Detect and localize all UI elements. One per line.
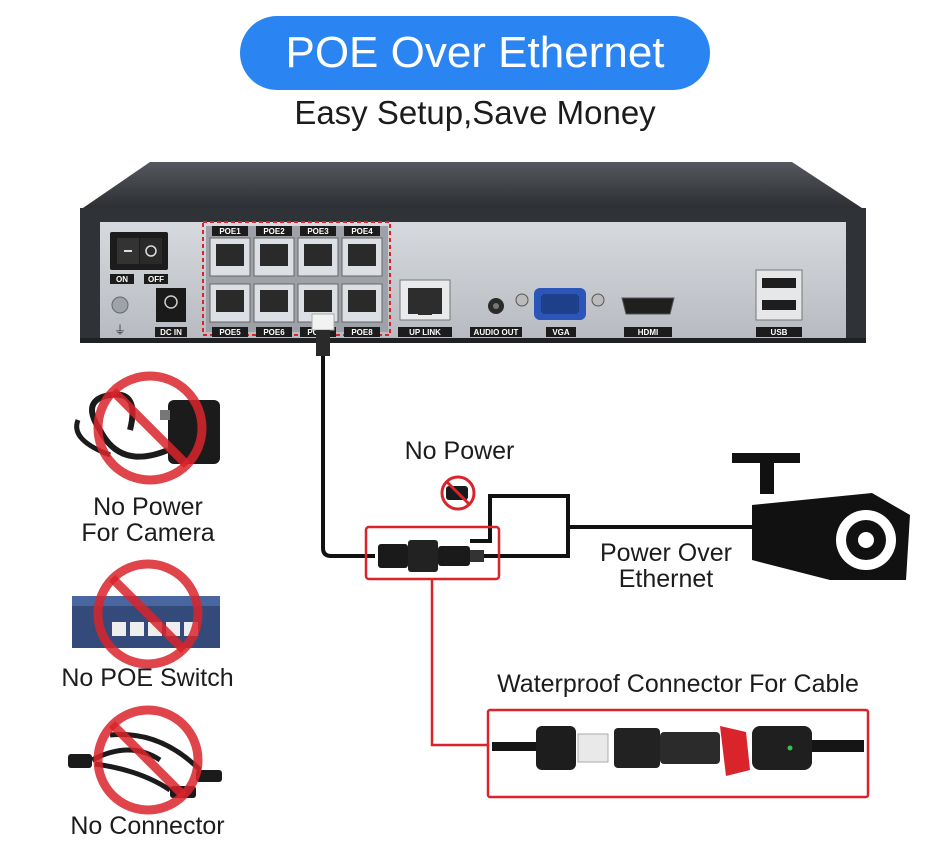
- poe-top-label-3: POE3: [307, 227, 329, 236]
- poe-port-top-4-socket: [348, 244, 376, 266]
- svg-text:UP LINK: UP LINK: [409, 328, 441, 337]
- poe-port-top-1-socket: [216, 244, 244, 266]
- no-power-plug: [440, 475, 476, 511]
- no-symbol-1: [93, 371, 207, 485]
- no-poe-switch-label: No POE Switch: [61, 664, 234, 692]
- poe-top-label-4-bg: [344, 226, 380, 236]
- poe-top-label-1: POE1: [219, 227, 241, 236]
- svg-text:HDMI: HDMI: [638, 328, 658, 337]
- poe-bottom-label-2: POE6: [263, 328, 285, 337]
- usb-ports: USB: [755, 269, 803, 337]
- poe-port-bottom-2-socket: [260, 290, 288, 312]
- svg-text:AUDIO OUT: AUDIO OUT: [474, 328, 519, 337]
- poe-bottom-label-1-bg: [212, 327, 248, 337]
- switch-on-label: ON: [116, 275, 128, 284]
- svg-text:DC IN: DC IN: [160, 328, 182, 337]
- poe-label-line2: Ethernet: [618, 565, 714, 593]
- cable-connector: [378, 540, 484, 572]
- poe-label-line1: Power Over: [600, 539, 732, 567]
- title-banner: POE Over Ethernet: [240, 16, 710, 90]
- ground-screw: [111, 296, 129, 314]
- waterproof-leader: [430, 579, 488, 747]
- poe-top-label-4: POE4: [351, 227, 373, 236]
- poe-top-label-3-bg: [300, 226, 336, 236]
- poe-top-label-2: POE2: [263, 227, 285, 236]
- poe-top-label-1-bg: [212, 226, 248, 236]
- left-label-1a: No Power: [93, 493, 203, 521]
- svg-text:VGA: VGA: [552, 328, 570, 337]
- poe-port-bottom-3-socket: [304, 290, 332, 312]
- poe-top-label-2-bg: [256, 226, 292, 236]
- poe-highlight-box: [202, 221, 391, 336]
- dc-in-port: DC IN: [155, 288, 187, 337]
- camera-icon: [732, 453, 910, 580]
- poe-port-top-3-socket: [304, 244, 332, 266]
- hdmi-port: HDMI: [621, 297, 675, 337]
- poe-bottom-label-4-bg: [344, 327, 380, 337]
- no-power-camera-label: No Power For Camera: [58, 494, 238, 546]
- audio-out-port: AUDIO OUT: [470, 298, 522, 337]
- poe-bottom-label-1: POE5: [219, 328, 241, 337]
- no-symbol-3: [93, 705, 203, 815]
- power-over-ethernet-label: Power Over Ethernet: [586, 540, 746, 592]
- poe-bottom-label-4: POE8: [351, 328, 373, 337]
- poe-port-top-2-socket: [260, 244, 288, 266]
- no-power-label: No Power: [404, 437, 515, 465]
- svg-text:USB: USB: [771, 328, 788, 337]
- poe-bottom-label-2-bg: [256, 327, 292, 337]
- power-switch: ON OFF: [110, 232, 168, 284]
- ethernet-cable: [311, 313, 752, 558]
- switch-off-label: OFF: [148, 275, 164, 284]
- uplink-port: UP LINK: [398, 279, 452, 337]
- waterproof-connector: [486, 708, 870, 799]
- page-title: POE Over Ethernet: [285, 28, 665, 77]
- poe-port-bottom-4-socket: [348, 290, 376, 312]
- poe-port-bottom-1-socket: [216, 290, 244, 312]
- no-connector-label: No Connector: [70, 812, 225, 840]
- no-symbol-2: [93, 559, 203, 669]
- nvr-device: [80, 162, 866, 343]
- left-label-1b: For Camera: [81, 519, 215, 547]
- vga-port: VGA: [515, 288, 605, 337]
- page-subtitle: Easy Setup,Save Money: [294, 94, 656, 131]
- ground-icon: ⏚: [114, 323, 126, 337]
- poe-ports: [202, 221, 391, 336]
- waterproof-label: Waterproof Connector For Cable: [497, 670, 859, 698]
